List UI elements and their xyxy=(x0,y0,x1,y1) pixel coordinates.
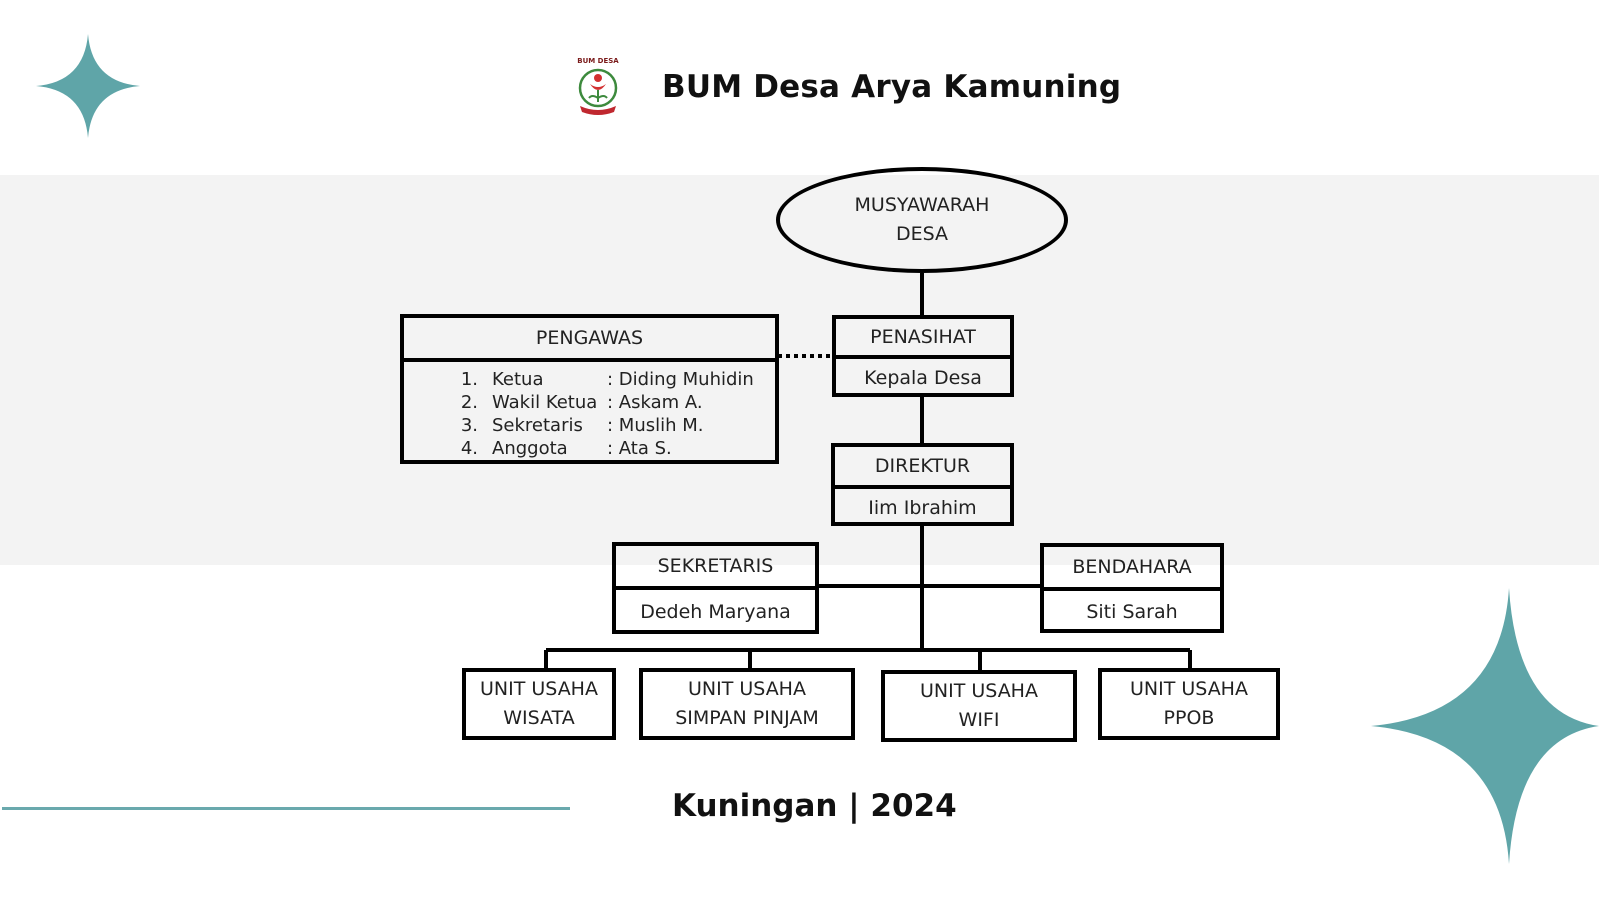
unit-usaha-ppob-box: UNIT USAHA PPOB xyxy=(1098,668,1280,740)
member-number: 3. xyxy=(460,415,478,436)
sekretaris-name: Dedeh Maryana xyxy=(616,590,815,634)
sekretaris-box: SEKRETARIS Dedeh Maryana xyxy=(612,542,819,634)
node-label: UNIT USAHA xyxy=(1130,678,1248,700)
node-label: DESA xyxy=(895,223,949,245)
node-label: SEKRETARIS xyxy=(657,555,774,577)
direktur-box: DIREKTUR Iim Ibrahim xyxy=(831,443,1014,526)
unit-usaha-simpan-pinjam-box: UNIT USAHA SIMPAN PINJAM xyxy=(639,668,855,740)
sparkle-star-icon xyxy=(1371,588,1599,864)
member-name: : Ata S. xyxy=(607,438,672,459)
member-row: 3. Sekretaris : Muslih M. xyxy=(448,414,754,437)
bendahara-title: BENDAHARA xyxy=(1044,547,1220,591)
member-role: Anggota xyxy=(492,438,568,459)
member-name: : Diding Muhidin xyxy=(607,369,754,390)
member-row: 2. Wakil Ketua : Askam A. xyxy=(448,391,754,414)
bum-desa-logo-icon: BUM DESA xyxy=(577,57,619,115)
member-name: : Askam A. xyxy=(607,392,703,413)
node-label: UNIT USAHA xyxy=(688,678,806,700)
footer-text: Kuningan | 2024 xyxy=(672,788,957,824)
pengawas-member-list: 1. Ketua : Diding Muhidin 2. Wakil Ketua… xyxy=(448,368,754,460)
member-name: : Muslih M. xyxy=(607,415,704,436)
member-number: 1. xyxy=(460,369,478,390)
pengawas-box: PENGAWAS 1. Ketua : Diding Muhidin 2. Wa… xyxy=(400,314,779,464)
node-label: WISATA xyxy=(503,707,575,729)
penasihat-name: Kepala Desa xyxy=(836,359,1010,397)
sekretaris-title: SEKRETARIS xyxy=(616,546,815,590)
member-row: 1. Ketua : Diding Muhidin xyxy=(448,368,754,391)
node-label: Siti Sarah xyxy=(1086,601,1178,623)
member-row: 4. Anggota : Ata S. xyxy=(448,437,754,460)
node-label: Kepala Desa xyxy=(864,367,982,389)
unit-usaha-wisata-box: UNIT USAHA WISATA xyxy=(462,668,616,740)
node-label: Iim Ibrahim xyxy=(868,496,977,519)
page-header: BUM DESA BUM Desa Arya Kamuning xyxy=(570,52,1121,122)
sparkle-star-icon xyxy=(36,34,140,138)
penasihat-box: PENASIHAT Kepala Desa xyxy=(832,315,1014,397)
logo-text: BUM DESA xyxy=(577,57,619,65)
pengawas-title: PENGAWAS xyxy=(404,318,775,362)
penasihat-title: PENASIHAT xyxy=(836,319,1010,359)
node-label: PENASIHAT xyxy=(870,326,976,348)
node-label: WIFI xyxy=(958,709,1000,731)
footer-divider xyxy=(2,807,570,810)
node-label: UNIT USAHA xyxy=(480,678,598,700)
member-number: 4. xyxy=(460,438,478,459)
bendahara-name: Siti Sarah xyxy=(1044,591,1220,633)
musyawarah-desa-node: MUSYAWARAH DESA xyxy=(776,167,1068,273)
member-role: Ketua xyxy=(492,369,544,390)
node-label: UNIT USAHA xyxy=(920,680,1038,702)
node-label: PPOB xyxy=(1163,707,1215,729)
member-role: Wakil Ketua xyxy=(492,392,598,413)
node-label: PENGAWAS xyxy=(535,327,644,349)
node-label: BENDAHARA xyxy=(1072,556,1192,578)
unit-usaha-wifi-box: UNIT USAHA WIFI xyxy=(881,670,1077,742)
member-role: Sekretaris xyxy=(492,415,583,436)
node-label: SIMPAN PINJAM xyxy=(675,707,819,729)
node-label: MUSYAWARAH xyxy=(854,194,990,216)
direktur-title: DIREKTUR xyxy=(835,447,1010,489)
direktur-name: Iim Ibrahim xyxy=(835,489,1010,526)
page-title: BUM Desa Arya Kamuning xyxy=(662,69,1122,105)
member-number: 2. xyxy=(460,392,478,413)
node-label: DIREKTUR xyxy=(874,455,971,477)
bendahara-box: BENDAHARA Siti Sarah xyxy=(1040,543,1224,633)
node-label: Dedeh Maryana xyxy=(640,601,791,623)
